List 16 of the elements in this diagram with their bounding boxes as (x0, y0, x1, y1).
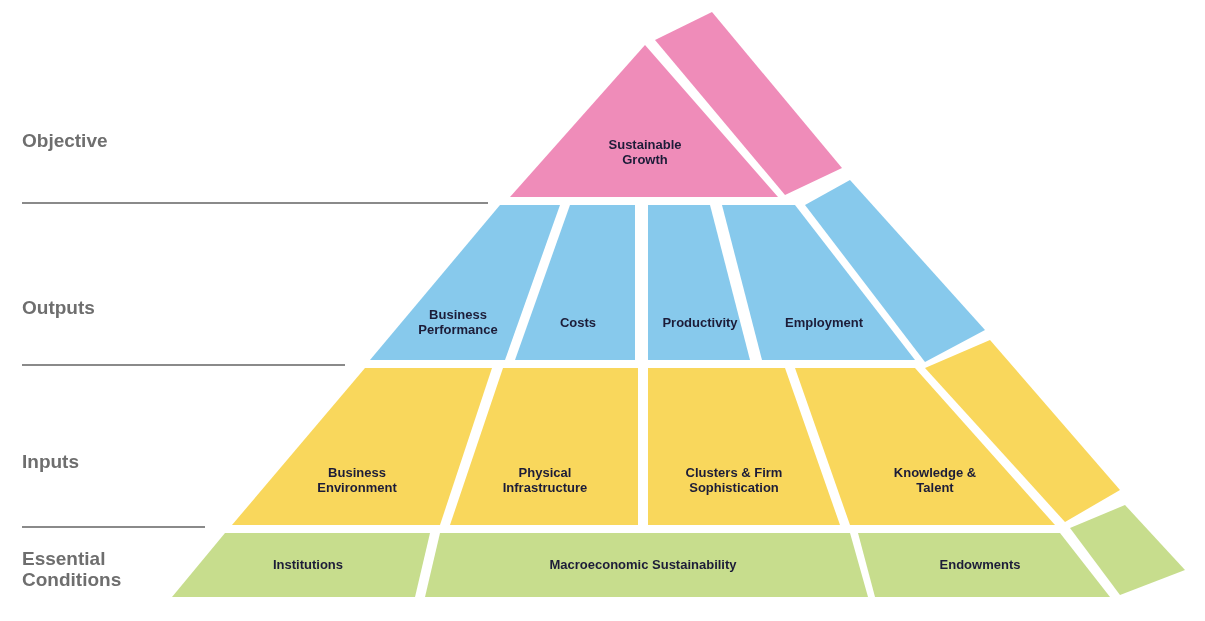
segment-label: Endowments (938, 556, 1022, 572)
segment-label: Macroeconomic Sustainability (548, 556, 738, 572)
segment-label: Productivity (661, 314, 739, 330)
segment-label: Business Environment (316, 465, 398, 495)
segment-label: Physical Infrastructure (501, 465, 589, 495)
segment-label: Institutions (271, 556, 344, 572)
segment-label: Sustainable Growth (607, 137, 683, 167)
row-label: Objective (22, 130, 109, 151)
row-label: Essential Conditions (22, 548, 123, 590)
segment-label: Costs (558, 314, 598, 330)
segment-label: Employment (784, 314, 864, 330)
row-label: Outputs (22, 297, 96, 318)
segment-label: Clusters & Firm Sophistication (684, 465, 784, 495)
segment-label: Business Performance (417, 307, 499, 337)
segment-label: Knowledge & Talent (892, 465, 978, 495)
row-label: Inputs (22, 451, 80, 472)
